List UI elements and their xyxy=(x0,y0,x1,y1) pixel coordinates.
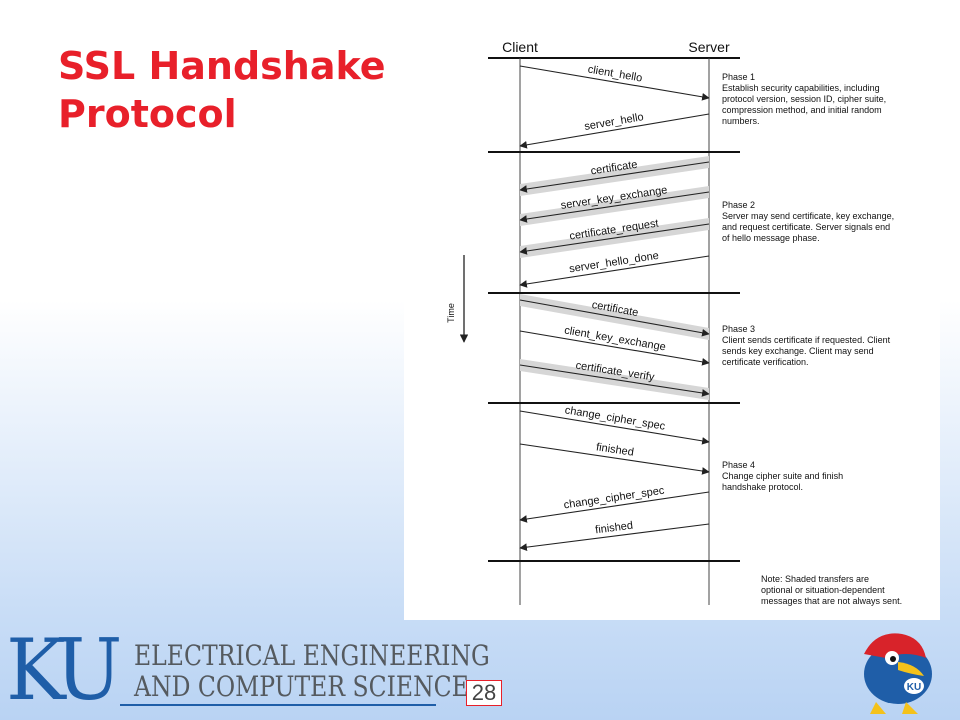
footer-divider xyxy=(120,704,436,706)
message-certificate: certificate xyxy=(519,156,710,196)
message-arrow xyxy=(519,161,710,193)
message-label: change_cipher_spec xyxy=(563,485,666,512)
message-arrow xyxy=(519,191,710,223)
phase-text-line: Phase 1 xyxy=(722,72,755,82)
phase-text-line: certificate verification. xyxy=(722,357,809,367)
message-arrow xyxy=(519,410,710,445)
phase-text-line: Client sends certificate if requested. C… xyxy=(722,335,891,345)
phase-text-line: sends key exchange. Client may send xyxy=(722,346,874,356)
phase-text-line: Server may send certificate, key exchang… xyxy=(722,211,894,221)
message-arrow xyxy=(519,113,710,149)
phase-text-line: numbers. xyxy=(722,116,760,126)
message-client-hello: client_hello xyxy=(519,64,710,101)
phase-text-line: Phase 2 xyxy=(722,200,755,210)
message-arrow xyxy=(519,364,710,397)
message-arrow xyxy=(519,330,710,366)
phase-text-line: Phase 4 xyxy=(722,460,755,470)
department-line-1: ELECTRICAL ENGINEERING xyxy=(134,639,490,672)
message-label: client_hello xyxy=(587,64,643,85)
message-change-cipher-spec: change_cipher_spec xyxy=(519,485,710,523)
message-arrow xyxy=(519,443,710,475)
message-arrow xyxy=(519,255,710,288)
message-server-hello-done: server_hello_done xyxy=(519,250,710,288)
message-finished: finished xyxy=(519,441,710,475)
phase-text-line: compression method, and initial random xyxy=(722,105,882,115)
department-name: ELECTRICAL ENGINEERING AND COMPUTER SCIE… xyxy=(134,640,490,702)
server-label: Server xyxy=(688,39,730,55)
note-text-line: messages that are not always sent. xyxy=(761,596,902,606)
phase-text-line: Establish security capabilities, includi… xyxy=(722,83,880,93)
phase-text-line: handshake protocol. xyxy=(722,482,803,492)
message-arrow xyxy=(519,65,710,101)
message-change-cipher-spec: change_cipher_spec xyxy=(519,404,710,445)
message-label: finished xyxy=(595,520,634,537)
message-label: change_cipher_spec xyxy=(564,404,667,432)
time-label: Time xyxy=(446,303,456,323)
phase-text-line: Phase 3 xyxy=(722,324,755,334)
message-arrow xyxy=(519,523,710,551)
client-label: Client xyxy=(502,39,538,55)
ku-logo: KU xyxy=(6,621,122,719)
jayhawk-icon: KU xyxy=(864,633,932,714)
note-text-line: Note: Shaded transfers are xyxy=(761,574,869,584)
page-number: 28 xyxy=(466,680,502,706)
department-line-2: AND COMPUTER SCIENCE xyxy=(134,670,469,703)
svg-text:KU: KU xyxy=(907,682,921,693)
message-server-hello: server_hello xyxy=(519,111,710,149)
message-certificate-verify: certificate_verify xyxy=(519,359,710,400)
sequence-diagram-svg: Client Server client_hello server_helloce… xyxy=(446,39,902,606)
message-arrow xyxy=(519,223,710,255)
message-arrow xyxy=(519,299,710,337)
phase-text-line: Change cipher suite and finish xyxy=(722,471,843,481)
slide-title: SSL Handshake Protocol xyxy=(58,44,386,136)
phase-text-line: and request certificate. Server signals … xyxy=(722,222,890,232)
message-label: server_hello_done xyxy=(568,250,659,276)
message-label: finished xyxy=(595,441,634,458)
phase-text-line: protocol version, session ID, cipher sui… xyxy=(722,94,886,104)
message-finished: finished xyxy=(519,520,710,551)
phase-text-line: of hello message phase. xyxy=(722,233,820,243)
note-text-line: optional or situation-dependent xyxy=(761,585,885,595)
message-certificate-request: certificate_request xyxy=(519,218,710,258)
message-arrow xyxy=(519,491,710,523)
